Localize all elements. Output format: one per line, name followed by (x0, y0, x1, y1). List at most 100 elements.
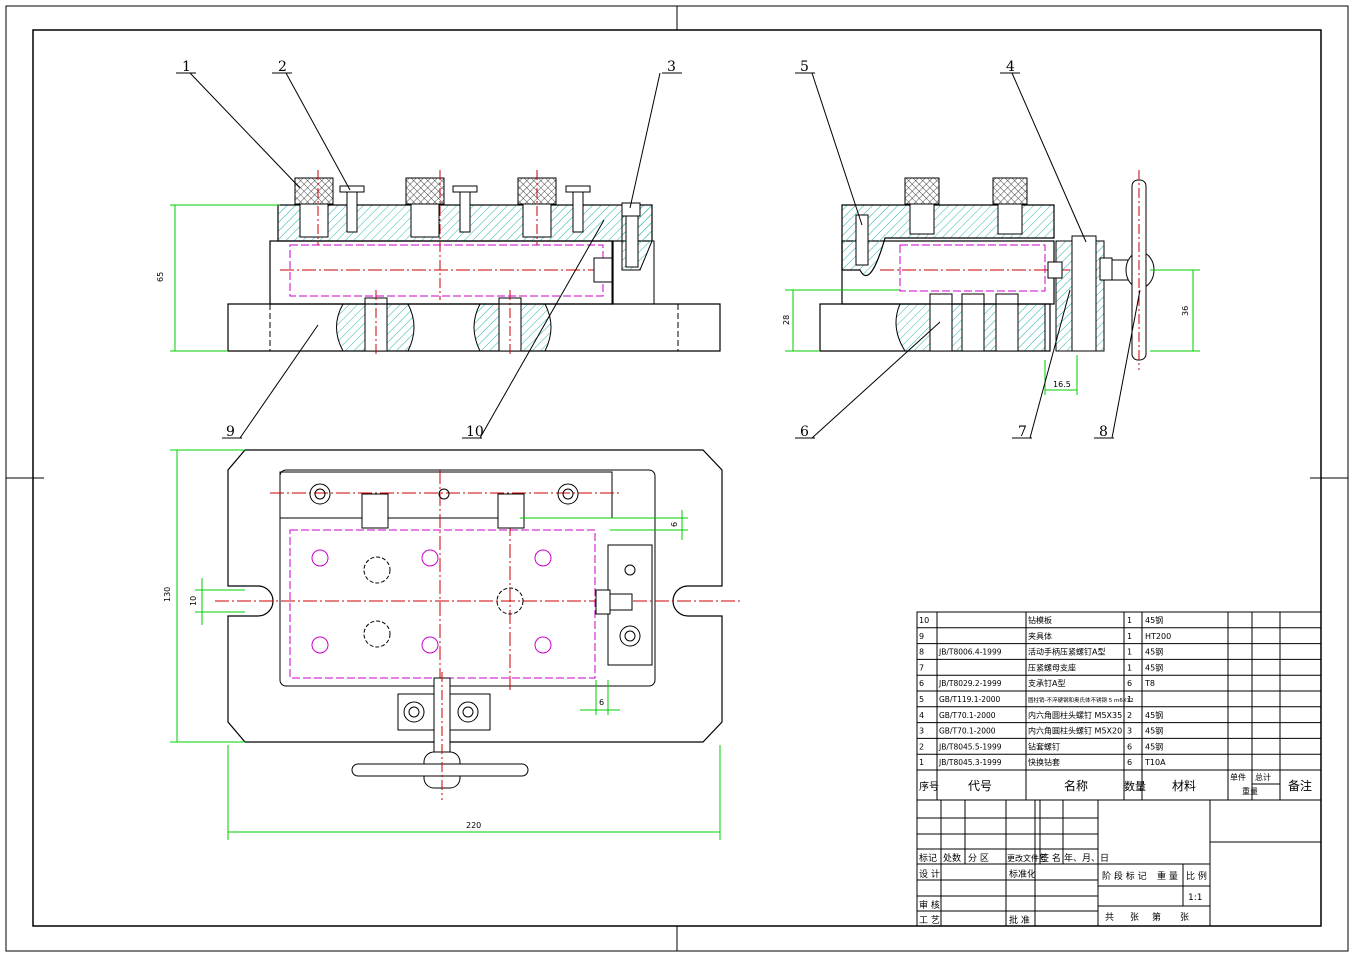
bom-row-name: 快换钻套 (1028, 757, 1060, 767)
dim-plan-gap-top: 6 (670, 522, 679, 527)
tb-stage: 阶 段 标 记 (1102, 870, 1147, 882)
front-view: 65 (156, 170, 721, 355)
bom-row-name: 钻套螺钉 (1028, 741, 1060, 751)
tb-no: 第 (1152, 911, 1161, 923)
bom-row-qty: 1 (1127, 648, 1132, 657)
callout-4: 4 (1006, 59, 1015, 75)
bom-row-no: 10 (919, 616, 929, 625)
bom-row-material: HT200 (1145, 632, 1171, 641)
callout-5: 5 (800, 59, 809, 75)
bom-row-no: 4 (919, 711, 924, 720)
dim-side-offset: 16.5 (1053, 380, 1071, 389)
bom-row-qty: 3 (1127, 727, 1132, 736)
bom-row-code: JB/T8006.4-1999 (938, 648, 1002, 657)
callout-labels: 1 2 3 4 5 6 7 8 9 10 (182, 59, 1108, 440)
bom-header-code: 代号 (968, 779, 992, 793)
bom-row-name: 内六角圆柱头螺钉 M5X20 (1028, 726, 1122, 736)
tb-sheet2: 张 (1180, 912, 1189, 923)
bom-row-qty: 2 (1127, 711, 1132, 720)
tb-scale-value: 1:1 (1188, 893, 1202, 903)
dim-side-height1: 28 (782, 315, 791, 325)
bom-header-total: 总计 (1255, 772, 1271, 782)
bom-row-material: 45钢 (1145, 662, 1163, 672)
bom-row-no: 9 (919, 632, 924, 641)
bom-row-no: 1 (919, 758, 924, 767)
dim-side-height2: 36 (1181, 306, 1190, 316)
bom-row-material: 45钢 (1145, 647, 1163, 657)
bom-header-no: 序号 (919, 780, 939, 793)
tb-approve: 批 准 (1009, 914, 1030, 926)
tb-weight: 重 量 (1157, 870, 1178, 882)
tb-count: 处数 (943, 852, 961, 864)
bom-header-remark: 备注 (1288, 778, 1312, 793)
bom-row-name: 活动手柄压紧螺钉A型 (1028, 647, 1105, 657)
tb-mark: 标记 (919, 852, 937, 864)
callout-1: 1 (182, 59, 191, 75)
sheet-frame (5, 5, 1349, 952)
dim-plan-height: 130 (163, 587, 172, 602)
title-block-text: 标记 处数 分 区 更改文件号 签 名 年、月、日 设 计 标准化 阶 段 标 … (919, 852, 1207, 926)
bom-header-single: 单件 (1230, 772, 1246, 782)
callout-3: 3 (667, 59, 676, 75)
bom-row-qty: 1 (1127, 663, 1132, 672)
bom-row-no: 7 (919, 663, 924, 672)
tb-date: 年、月、日 (1064, 852, 1109, 864)
callout-6: 6 (800, 424, 809, 440)
dim-plan-slot: 10 (189, 596, 198, 606)
callout-7: 7 (1018, 424, 1027, 440)
bom-row-no: 3 (919, 727, 924, 736)
bom-row-qty: 1 (1127, 632, 1132, 641)
bom-row-name: 支承钉A型 (1028, 678, 1065, 688)
plan-view: 220 130 10 6 6 (163, 449, 740, 840)
bom-row-code: GB/T70.1-2000 (939, 727, 996, 736)
bom-row-qty: 1 (1127, 695, 1132, 704)
bom-row-material: 45钢 (1145, 710, 1163, 720)
bom-row-no: 6 (919, 679, 924, 688)
bom-row-code: JB/T8045.5-1999 (938, 742, 1002, 751)
bom-row-name: 压紧螺母支座 (1028, 662, 1076, 672)
bom-row-material: 45钢 (1145, 741, 1163, 751)
dim-plan-gap-bottom: 6 (599, 698, 604, 707)
bom-row-no: 5 (919, 695, 924, 704)
tb-zone: 分 区 (968, 853, 989, 864)
title-block (916, 799, 1322, 927)
bom-row-code: GB/T119.1-2000 (939, 695, 1001, 704)
bom-row-name: 圆柱销-不淬硬钢和奥氏体不锈钢 5 m6X12 (1028, 696, 1134, 704)
callout-leaders (176, 72, 1141, 439)
bom-row-no: 8 (919, 648, 924, 657)
bom-row-material: 45钢 (1145, 726, 1163, 736)
callout-8: 8 (1099, 424, 1108, 440)
callout-9: 9 (226, 424, 235, 440)
bom-row-code: JB/T8029.2-1999 (938, 679, 1002, 688)
bom-row-no: 2 (919, 742, 924, 751)
tb-total: 共 (1105, 912, 1114, 923)
bom-header-weight: 重量 (1242, 786, 1258, 796)
bom-row-material: T8 (1144, 679, 1155, 688)
bom-row-qty: 1 (1127, 616, 1132, 625)
bom-header-name: 名称 (1064, 778, 1088, 793)
dim-plan-width: 220 (466, 821, 481, 830)
bom-row-material: T10A (1144, 758, 1166, 767)
tb-std: 标准化 (1009, 868, 1036, 880)
bom-header-qty: 数量 (1124, 780, 1146, 793)
bom-header-material: 材料 (1172, 779, 1196, 793)
tb-doc: 更改文件号 (1007, 853, 1047, 863)
drill-bushing-group (294, 177, 557, 238)
tb-sign: 签 名 (1040, 852, 1061, 864)
bom-row-qty: 6 (1127, 742, 1132, 751)
dim-front-height: 65 (156, 272, 165, 282)
bom-row-name: 内六角圆柱头螺钉 M5X35 (1028, 710, 1122, 720)
tb-sheet: 张 (1130, 912, 1139, 923)
bom-row-code: JB/T8045.3-1999 (938, 758, 1002, 767)
bom-row-material: 45钢 (1145, 615, 1163, 625)
bom-row-qty: 6 (1127, 679, 1132, 688)
bom-row-qty: 6 (1127, 758, 1132, 767)
bom-row-code: GB/T70.1-2000 (939, 711, 996, 720)
tb-process: 工 艺 (919, 915, 940, 926)
tb-design: 设 计 (919, 868, 940, 880)
callout-10: 10 (466, 424, 484, 440)
bom-row-name: 夹具体 (1028, 631, 1052, 641)
tb-scale: 比 例 (1186, 870, 1207, 882)
